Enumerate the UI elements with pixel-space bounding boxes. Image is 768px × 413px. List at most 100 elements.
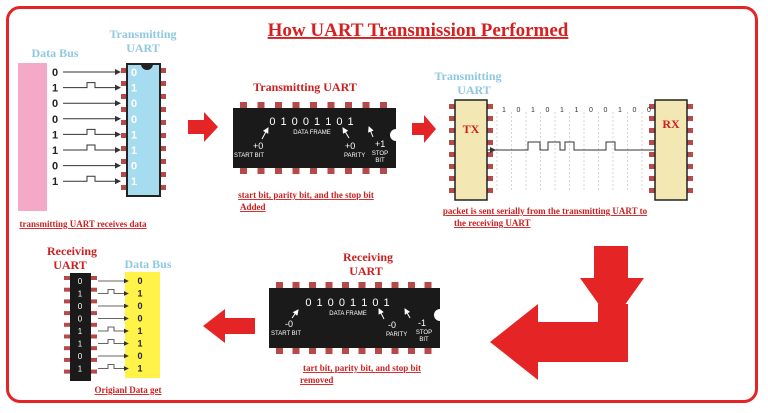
chip-pin: [64, 357, 70, 362]
start-bit-value: -0: [285, 319, 293, 329]
chip-pins: [64, 276, 97, 374]
panel5-uart-label-line2: UART: [53, 258, 87, 272]
chip-pin: [91, 346, 97, 351]
chip-pin: [649, 104, 655, 109]
data-bus-label: Data Bus: [31, 46, 78, 60]
bit-wire: [63, 144, 121, 153]
panel4-caption-line2: removed: [300, 375, 333, 385]
chip-pin: [424, 282, 432, 288]
chip-pin: [649, 140, 655, 145]
arrow-left-small: [203, 309, 255, 343]
chip-pin: [687, 188, 693, 193]
serial-waveform: [487, 141, 655, 151]
chip-pin: [160, 146, 166, 151]
chip-pin: [91, 311, 97, 316]
data-bit: 0: [52, 114, 58, 126]
panel2-caption-line1: start bit, parity bit, and the stop bit: [238, 190, 374, 200]
stop-bit-arrow: [404, 308, 411, 319]
chip-pin: [449, 116, 455, 121]
page-title: How UART Transmission Performed: [268, 20, 569, 41]
chip-pin: [449, 176, 455, 181]
bit-wire: [98, 289, 129, 296]
chip-pin: [449, 104, 455, 109]
data-bit: 1: [137, 289, 142, 299]
chip-bit: 1: [131, 176, 137, 188]
panel4-uart-label-line1: Receiving: [343, 250, 393, 264]
chip-pin: [487, 152, 493, 157]
chip-pin: [408, 348, 415, 354]
parity-bit-label: PARITY: [344, 153, 365, 159]
stop-bit-arrow: [368, 126, 374, 138]
transmitting-uart-label-line2: UART: [126, 41, 160, 55]
chip-pin: [121, 172, 127, 177]
parity-bit-arrow: [342, 127, 350, 139]
transmitting-uart-frame-chip: [233, 108, 396, 168]
chip-pin: [64, 276, 70, 280]
chip-pins: [449, 104, 693, 193]
chip-pin: [649, 152, 655, 157]
panel5-uart-label-line1: Receiving: [47, 244, 97, 258]
panel-remove-bits: Receiving UART 0 1 0 0 1 1 0 1 DATA FRAM…: [269, 250, 440, 385]
serial-bit-grid: [496, 112, 643, 190]
chip-pin: [449, 188, 455, 193]
chip-pin: [687, 164, 693, 169]
arrow-right-2: [412, 115, 436, 143]
chip-pin: [310, 102, 317, 108]
rx-label: RX: [662, 117, 680, 131]
serial-bit: 0: [647, 107, 651, 114]
data-bit: 0: [137, 276, 142, 286]
frame-bits: 0 1 0 0 1 1 0 1: [305, 297, 390, 309]
chip-pin: [257, 102, 265, 108]
data-bit: 0: [137, 301, 142, 311]
chip-pin: [487, 188, 493, 193]
chip-pin: [649, 188, 655, 193]
chip-bit: 1: [131, 145, 137, 157]
bit-wire: [98, 364, 129, 371]
chip-pin: [160, 185, 166, 190]
chip-pin: [391, 282, 399, 288]
serial-bit: 1: [575, 107, 579, 114]
chip-pin: [687, 104, 693, 109]
receiving-uart-chip: [70, 273, 91, 381]
chip-pin: [449, 128, 455, 133]
start-bit-label: START BIT: [234, 153, 264, 159]
frame-bits: 0 1 0 0 1 1 0 1: [269, 116, 354, 128]
chip-pin: [487, 104, 493, 109]
frame-label: DATA FRAME: [329, 311, 366, 317]
panel3-uart-label-line2: UART: [457, 83, 491, 97]
chip-pin: [687, 176, 693, 181]
chip-bit: 1: [131, 83, 137, 95]
arrow-left-large: [490, 304, 628, 380]
arrow-right-1: [188, 112, 218, 142]
data-bus-bar: [125, 272, 160, 378]
transmitting-uart-chip: [126, 63, 161, 197]
stop-bit-label-line1: STOP: [416, 330, 432, 336]
chip-pin: [342, 348, 349, 354]
serial-bit: 0: [517, 107, 521, 114]
bit-wire: [98, 339, 129, 346]
serial-bit: 0: [589, 107, 593, 114]
chip-pin: [64, 287, 70, 292]
chip-pin: [64, 299, 70, 304]
chip-pin: [91, 322, 97, 327]
chip-pin: [649, 164, 655, 169]
stop-bit-label-line2: BIT: [375, 158, 385, 164]
chip-pin: [449, 152, 455, 157]
chip-bit: 1: [78, 365, 83, 374]
chip-pin: [309, 348, 316, 354]
chip-pin: [160, 81, 166, 86]
start-bit-arrow: [261, 127, 269, 140]
chip-pin: [160, 107, 166, 112]
receiving-uart-frame-chip: [269, 288, 440, 348]
tx-label: TX: [463, 122, 480, 136]
chip-pin: [380, 102, 387, 108]
chip-pin: [292, 168, 300, 174]
chip-pin: [649, 116, 655, 121]
parity-bit-value: -0: [388, 320, 396, 330]
transmitting-uart-label-line1: Transmitting: [109, 27, 176, 41]
chip-pin: [375, 348, 382, 354]
chip-bit: 1: [131, 129, 137, 141]
chip-pin: [449, 140, 455, 145]
chip-pin: [121, 159, 127, 164]
